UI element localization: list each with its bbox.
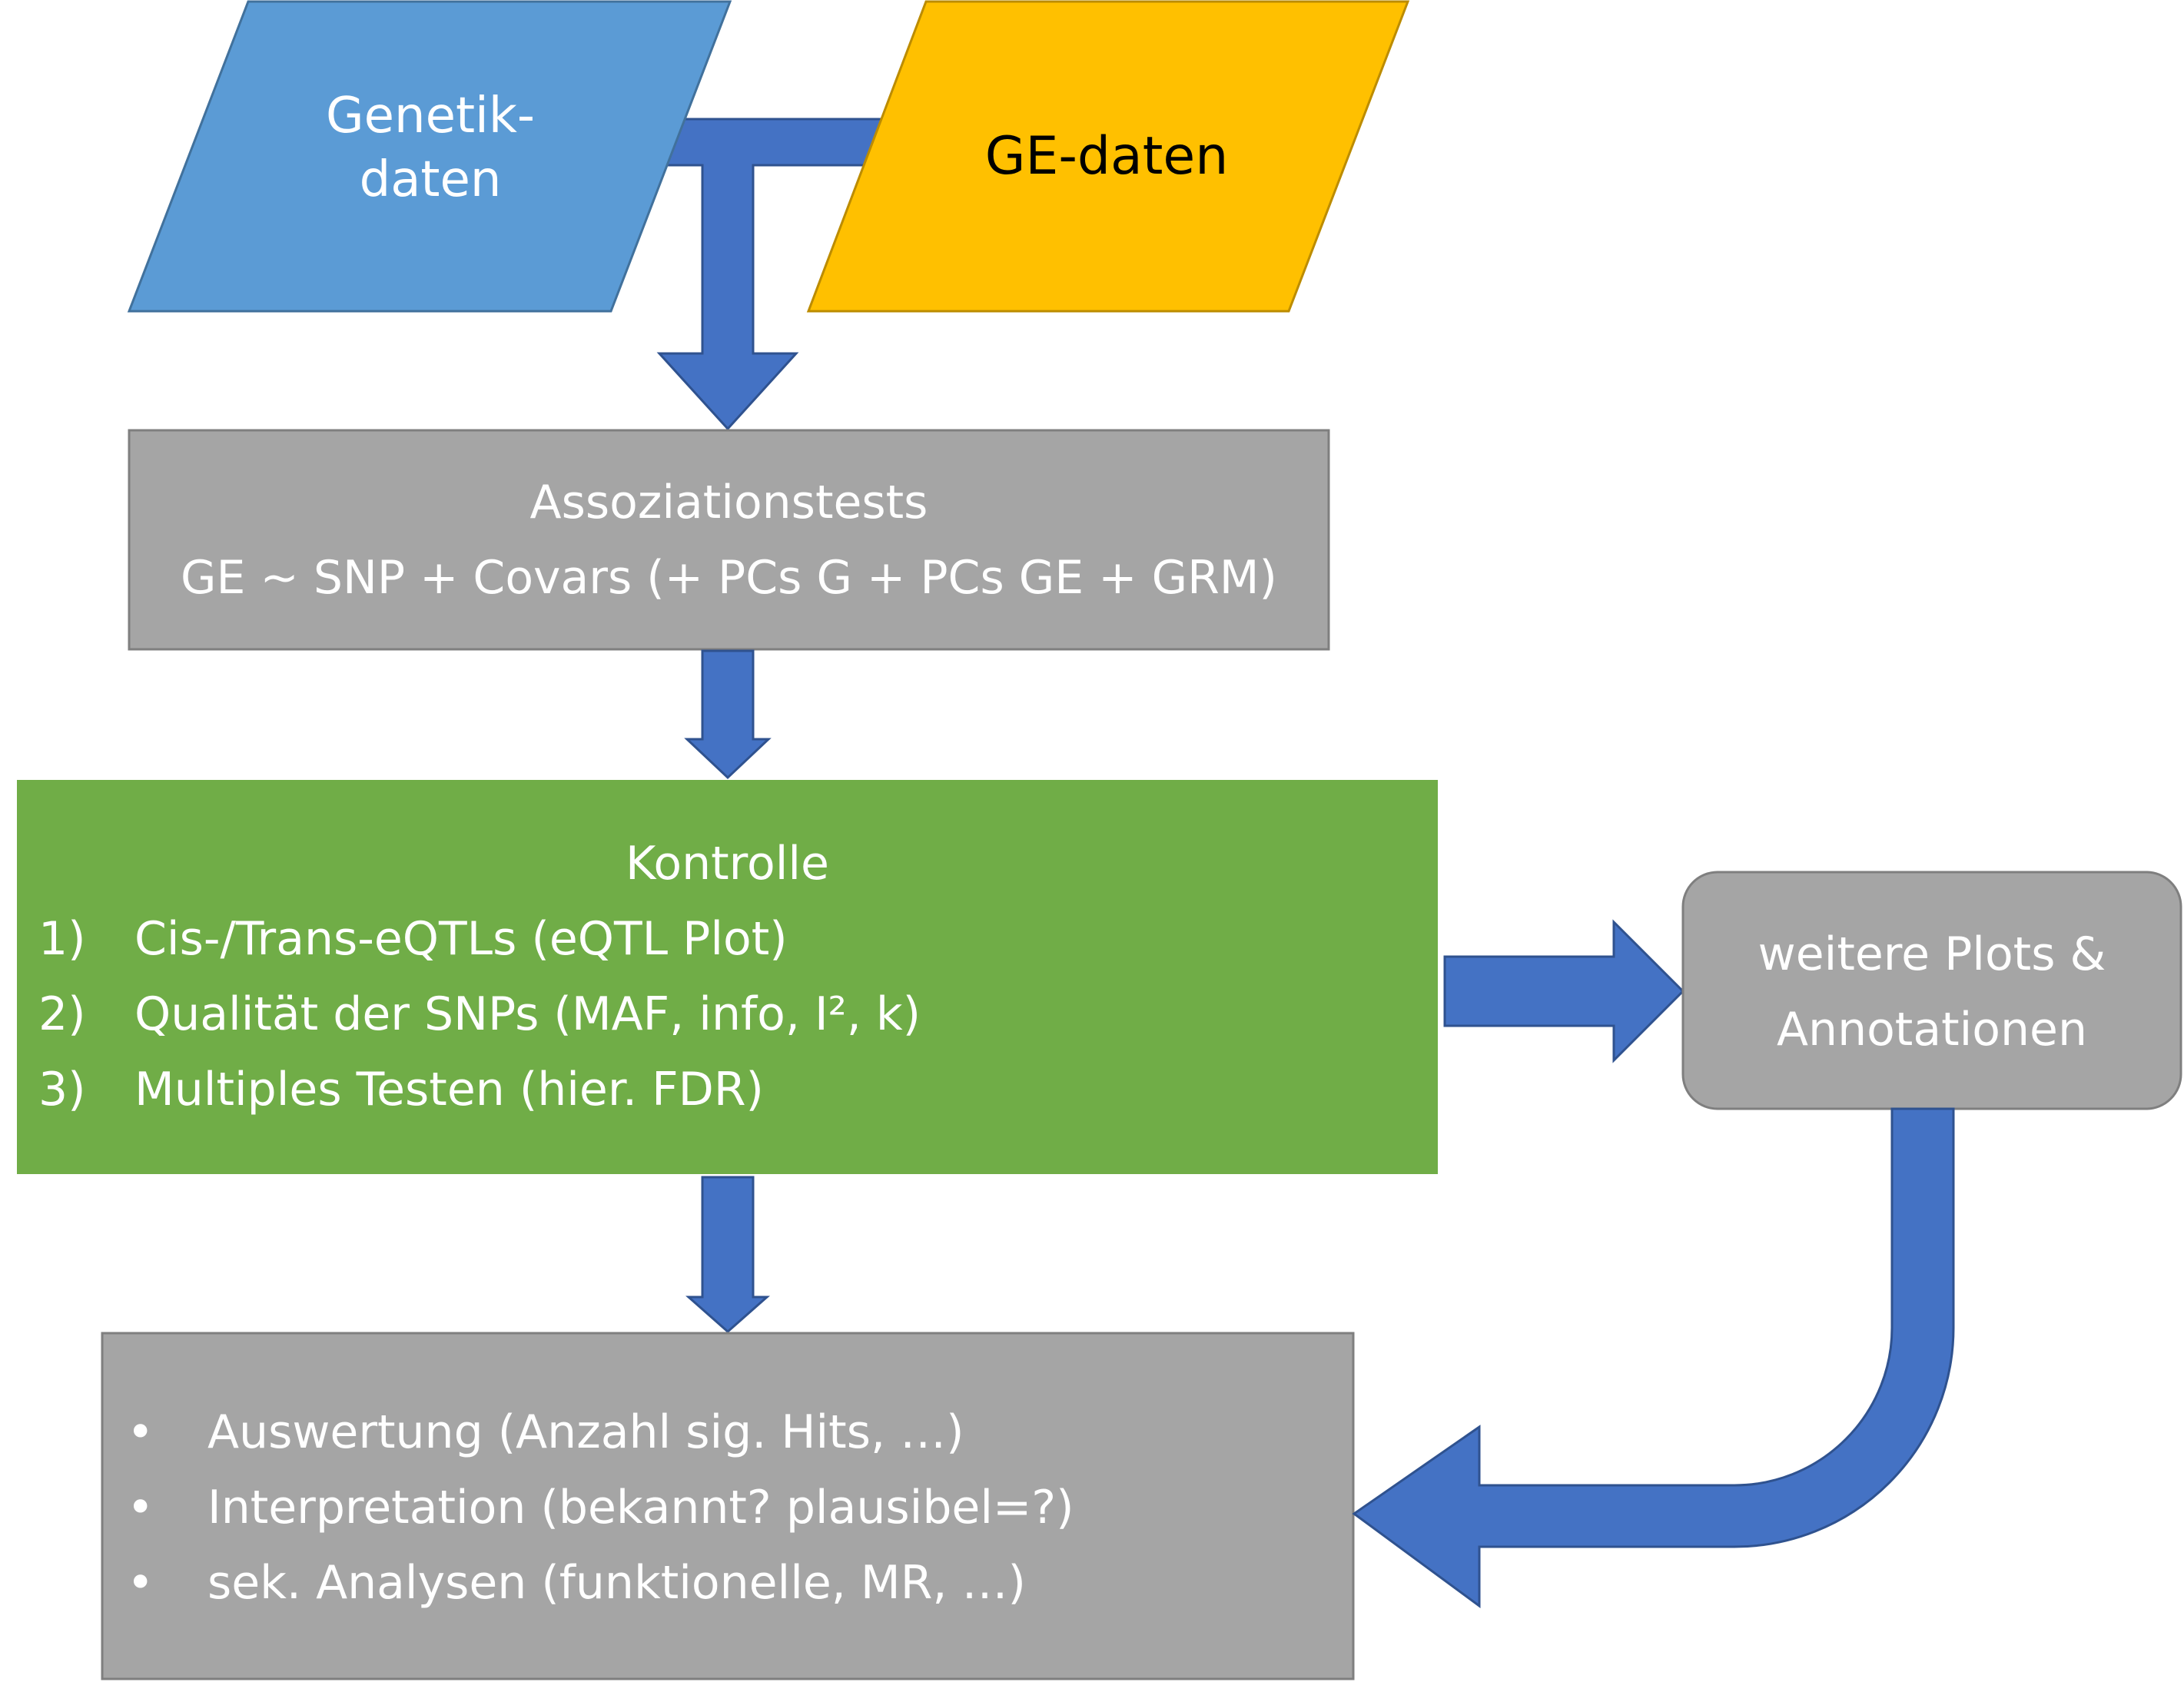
kontrolle-item: 3) Multiples Testen (hier. FDR) (38, 1052, 921, 1127)
bullet-icon: • (127, 1405, 154, 1459)
weitere-line1: weitere Plots & (1757, 927, 2106, 981)
results-item: • Interpretation (bekannt? plausibel=?) (127, 1470, 1074, 1545)
results-item: • Auswertung (Anzahl sig. Hits, …) (127, 1395, 1074, 1470)
assoc-title: Assoziationstests (529, 476, 928, 529)
assoc-formula: GE ~ SNP + Covars (+ PCs G + PCs GE + GR… (181, 551, 1277, 605)
results-item-text: sek. Analysen (funktionelle, MR, …) (207, 1556, 1026, 1610)
weitere-label: weitere Plots & Annotationen (1683, 917, 2181, 1067)
kontrolle-item-number: 3) (38, 1063, 86, 1116)
kontrolle-item-number: 2) (38, 987, 86, 1041)
genetik-daten-label: Genetik- daten (300, 85, 561, 212)
genetik-line2: daten (359, 151, 502, 209)
ge-daten-shape (806, 0, 1410, 313)
results-list: • Auswertung (Anzahl sig. Hits, …) • Int… (127, 1395, 1074, 1621)
assoc-label: Assoziationstests GE ~ SNP + Covars (+ P… (129, 465, 1329, 615)
results-item-text: Auswertung (Anzahl sig. Hits, …) (207, 1405, 964, 1459)
bullet-icon: • (127, 1556, 154, 1610)
bullet-icon: • (127, 1481, 154, 1534)
kontrolle-item: 1) Cis-/Trans-eQTLs (eQTL Plot) (38, 901, 921, 977)
ge-daten-text: GE-daten (984, 126, 1229, 187)
results-item-text: Interpretation (bekannt? plausibel=?) (207, 1481, 1074, 1534)
genetik-line1: Genetik- (326, 88, 535, 144)
assoc-box-shape (128, 429, 1330, 651)
genetik-daten-shape (127, 0, 732, 313)
kontrolle-title: Kontrolle (17, 826, 1438, 901)
ge-daten-label: GE-daten (922, 123, 1291, 191)
kontrolle-item: 2) Qualität der SNPs (MAF, info, I², k) (38, 977, 921, 1052)
arrow-assoc-to-kontrolle (684, 649, 772, 780)
results-item: • sek. Analysen (funktionelle, MR, …) (127, 1545, 1074, 1621)
kontrolle-item-number: 1) (38, 912, 86, 966)
kontrolle-box-shape (17, 780, 1438, 1174)
kontrolle-item-text: Multiples Testen (hier. FDR) (134, 1063, 764, 1116)
kontrolle-title-text: Kontrolle (626, 837, 829, 891)
arrow-kontrolle-to-weitere (1443, 919, 1685, 1063)
weitere-line2: Annotationen (1777, 1003, 2087, 1057)
kontrolle-item-text: Qualität der SNPs (MAF, info, I², k) (134, 987, 921, 1041)
arrow-kontrolle-to-results (685, 1176, 770, 1334)
kontrolle-list: 1) Cis-/Trans-eQTLs (eQTL Plot) 2) Quali… (38, 901, 921, 1127)
arrow-weitere-to-results (1352, 1107, 1955, 1608)
results-box-shape (101, 1332, 1355, 1680)
kontrolle-item-text: Cis-/Trans-eQTLs (eQTL Plot) (134, 912, 788, 966)
